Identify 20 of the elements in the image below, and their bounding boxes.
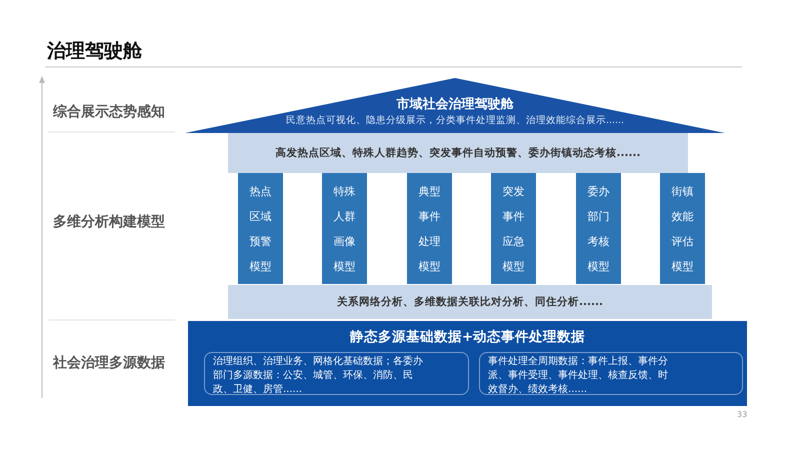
data-box: 治理组织、治理业务、网格化基础数据；各委办部门多源数据：公安、城管、环保、消防、民政、卫健、房管......: [204, 352, 469, 395]
roof-heading: 市域社会治理驾驶舱: [396, 96, 514, 113]
layer-label: 多维分析构建模型: [53, 213, 165, 231]
pillar: 委办部门考核模型: [576, 173, 621, 284]
pillar: 热点区域预警模型: [238, 173, 283, 284]
layer-label: 社会治理多源数据: [53, 354, 165, 372]
beam-band: 高发热点区域、特殊人群趋势、突发事件自动预警、委办街镇动态考核......: [228, 133, 688, 173]
roof-triangle: [185, 78, 725, 133]
panel-heading: 静态多源基础数据+动态事件处理数据: [348, 328, 586, 346]
page-title: 治理驾驶舱: [47, 39, 142, 64]
data-box: 事件处理全周期数据：事件上报、事件分派、事件受理、事件处理、核查反馈、时效督办、绩效考核......: [479, 352, 743, 395]
pillar: 突发事件应急模型: [491, 173, 536, 284]
roof-subtitle: 民意热点可视化、隐患分级展示，分类事件处理监测、治理效能综合展示......: [284, 114, 626, 127]
pillar: 典型事件处理模型: [407, 173, 452, 284]
beam-band: 关系网络分析、多维数据关联比对分析、同住分析......: [228, 285, 712, 319]
layer-label: 综合展示态势感知: [53, 103, 165, 121]
foundation-panel: [188, 321, 747, 406]
page-number: 33: [737, 410, 748, 419]
pillar: 特殊人群画像模型: [322, 173, 367, 284]
pillar: 街镇效能评估模型: [660, 173, 705, 284]
